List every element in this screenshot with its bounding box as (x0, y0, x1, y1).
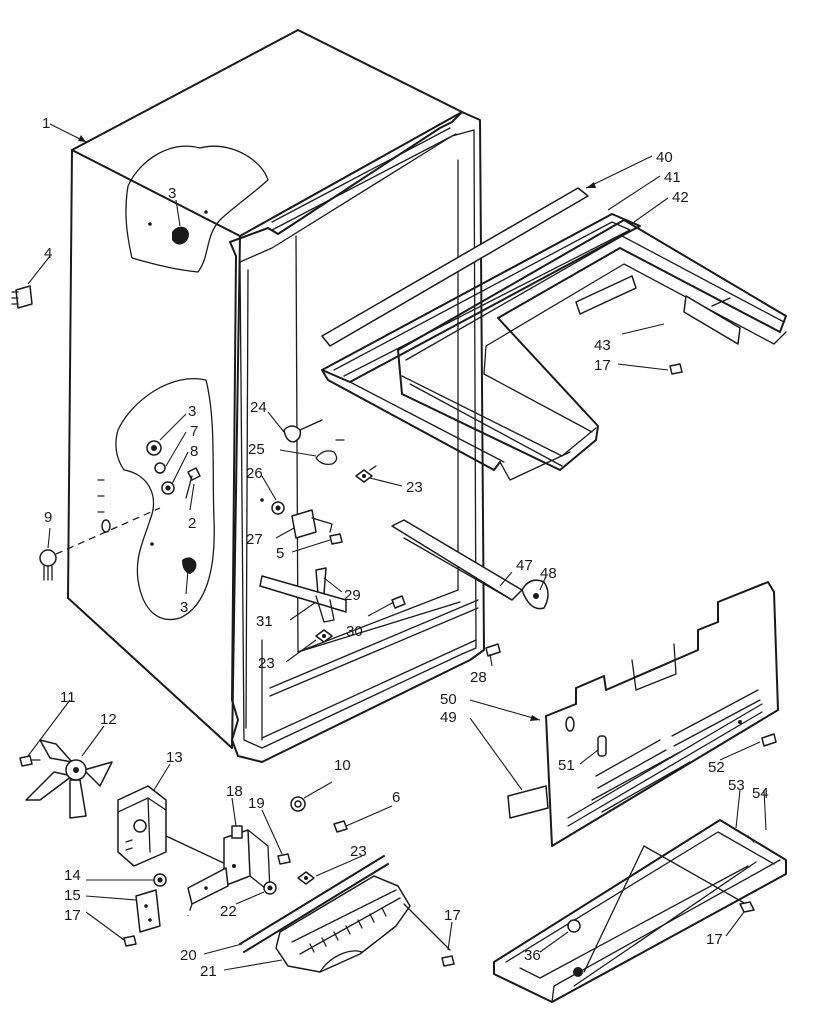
callout-48: 48 (540, 565, 557, 582)
cutaway-middle (97, 378, 215, 621)
callout-51: 51 (558, 757, 575, 774)
callout-52: 52 (708, 759, 725, 776)
callout-12: 12 (100, 711, 117, 728)
callout-5: 5 (276, 545, 284, 562)
callout-9: 9 (44, 509, 52, 526)
cabinet-shell (67, 29, 485, 763)
callout-3-low: 3 (180, 599, 188, 616)
callout-17-drain: 17 (444, 907, 461, 924)
callout-17-top: 17 (594, 357, 611, 374)
callout-1: 1 (42, 115, 50, 132)
access-panel (507, 581, 779, 847)
callout-53: 53 (728, 777, 745, 794)
callout-24: 24 (250, 399, 267, 416)
callout-29: 29 (344, 587, 361, 604)
callout-13: 13 (166, 749, 183, 766)
callout-3-mid: 3 (188, 403, 196, 420)
callout-23-mid: 23 (406, 479, 423, 496)
breaker-strips (321, 187, 787, 481)
interior-hardware (259, 419, 549, 657)
callout-labels: 1 3 4 3 7 8 2 9 3 24 25 26 27 5 29 31 30… (42, 115, 769, 980)
callout-40: 40 (656, 149, 673, 166)
callout-21: 21 (200, 963, 217, 980)
mounting-brackets (123, 796, 348, 947)
callout-7: 7 (190, 423, 198, 440)
callout-30: 30 (346, 623, 363, 640)
fan-motor-assembly (19, 739, 231, 867)
callout-43: 43 (594, 337, 611, 354)
callout-15: 15 (64, 887, 81, 904)
callout-4: 4 (44, 245, 52, 262)
callout-18: 18 (226, 783, 243, 800)
callout-47: 47 (516, 557, 533, 574)
callout-23-bot: 23 (350, 843, 367, 860)
part-4-clip (11, 285, 33, 309)
callout-54: 54 (752, 785, 769, 802)
callout-6: 6 (392, 789, 400, 806)
cutaway-top (125, 145, 269, 273)
callout-2: 2 (188, 515, 196, 532)
callout-26: 26 (246, 465, 263, 482)
callout-3-top: 3 (168, 185, 176, 202)
part-9-plug (39, 507, 161, 581)
callout-49: 49 (440, 709, 457, 726)
callout-19: 19 (248, 795, 265, 812)
callout-36: 36 (524, 947, 541, 964)
callout-20: 20 (180, 947, 197, 964)
callout-8: 8 (190, 443, 198, 460)
leader-lines (27, 123, 767, 971)
base-pan (493, 819, 787, 1003)
callout-17-base: 17 (706, 931, 723, 948)
callout-23-low: 23 (258, 655, 275, 672)
callout-31: 31 (256, 613, 273, 630)
callout-42: 42 (672, 189, 689, 206)
callout-28: 28 (470, 669, 487, 686)
callout-10: 10 (334, 757, 351, 774)
callout-50: 50 (440, 691, 457, 708)
callout-41: 41 (664, 169, 681, 186)
callout-22: 22 (220, 903, 237, 920)
callout-25: 25 (248, 441, 265, 458)
callout-27: 27 (246, 531, 263, 548)
callout-11: 11 (60, 689, 76, 706)
callout-14: 14 (64, 867, 81, 884)
callout-17-left: 17 (64, 907, 81, 924)
drain-trough (239, 855, 455, 973)
